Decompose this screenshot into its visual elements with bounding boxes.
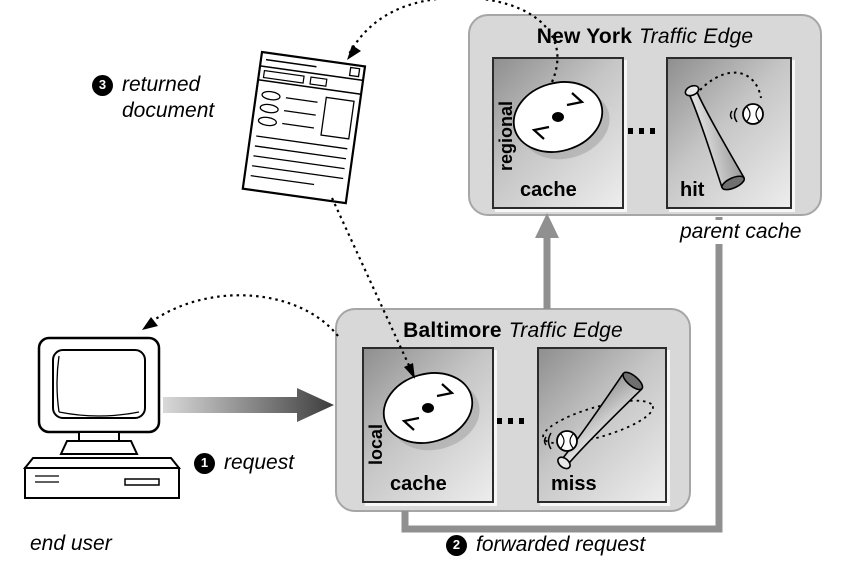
step-3-line2: document: [122, 99, 215, 123]
regional-cache-box: regional cache: [492, 57, 624, 209]
miss-box: miss: [537, 347, 667, 503]
end-user-label: end user: [30, 532, 112, 555]
regional-cache-label: cache: [520, 179, 577, 201]
request-arrow-icon: [163, 388, 334, 422]
baltimore-product-name: Traffic Edge: [508, 319, 623, 342]
step-1-badge: 1: [194, 452, 215, 474]
parent-cache-label: parent cache: [676, 220, 806, 244]
new-york-region-title: New York Traffic Edge: [470, 25, 820, 49]
step-3-line1: returned: [122, 73, 201, 96]
step-returned-document: 3 returned document: [92, 72, 214, 125]
baltimore-traffic-edge-region: Baltimore Traffic Edge local cache miss: [335, 308, 691, 512]
new-york-product-name: Traffic Edge: [639, 25, 754, 48]
step-3-label: returned document: [122, 72, 214, 125]
step-2-label: forwarded request: [476, 533, 646, 556]
new-york-traffic-edge-region: New York Traffic Edge regional cache hit: [468, 14, 822, 216]
step-3-badge: 3: [92, 75, 113, 96]
forwarded-request-arrowhead-icon: [535, 213, 559, 238]
browser-window-icon: [241, 50, 367, 205]
baltimore-region-title: Baltimore Traffic Edge: [337, 319, 689, 343]
local-cache-scope-label: local: [366, 423, 386, 465]
miss-label: miss: [551, 473, 597, 495]
hit-box: hit: [666, 57, 792, 209]
regional-cache-scope-label: regional: [496, 100, 516, 171]
step-forwarded-request: 2 forwarded request: [446, 532, 645, 558]
local-cache-box: local cache: [362, 347, 494, 503]
step-2-badge: 2: [446, 534, 467, 556]
new-york-city-name: New York: [536, 25, 633, 48]
baltimore-city-name: Baltimore: [403, 319, 502, 342]
step-1-label: request: [224, 451, 295, 474]
hit-label: hit: [680, 179, 705, 201]
desktop-computer-icon: [22, 336, 182, 499]
local-cache-label: cache: [390, 473, 447, 495]
step-request: 1 request: [194, 450, 294, 476]
